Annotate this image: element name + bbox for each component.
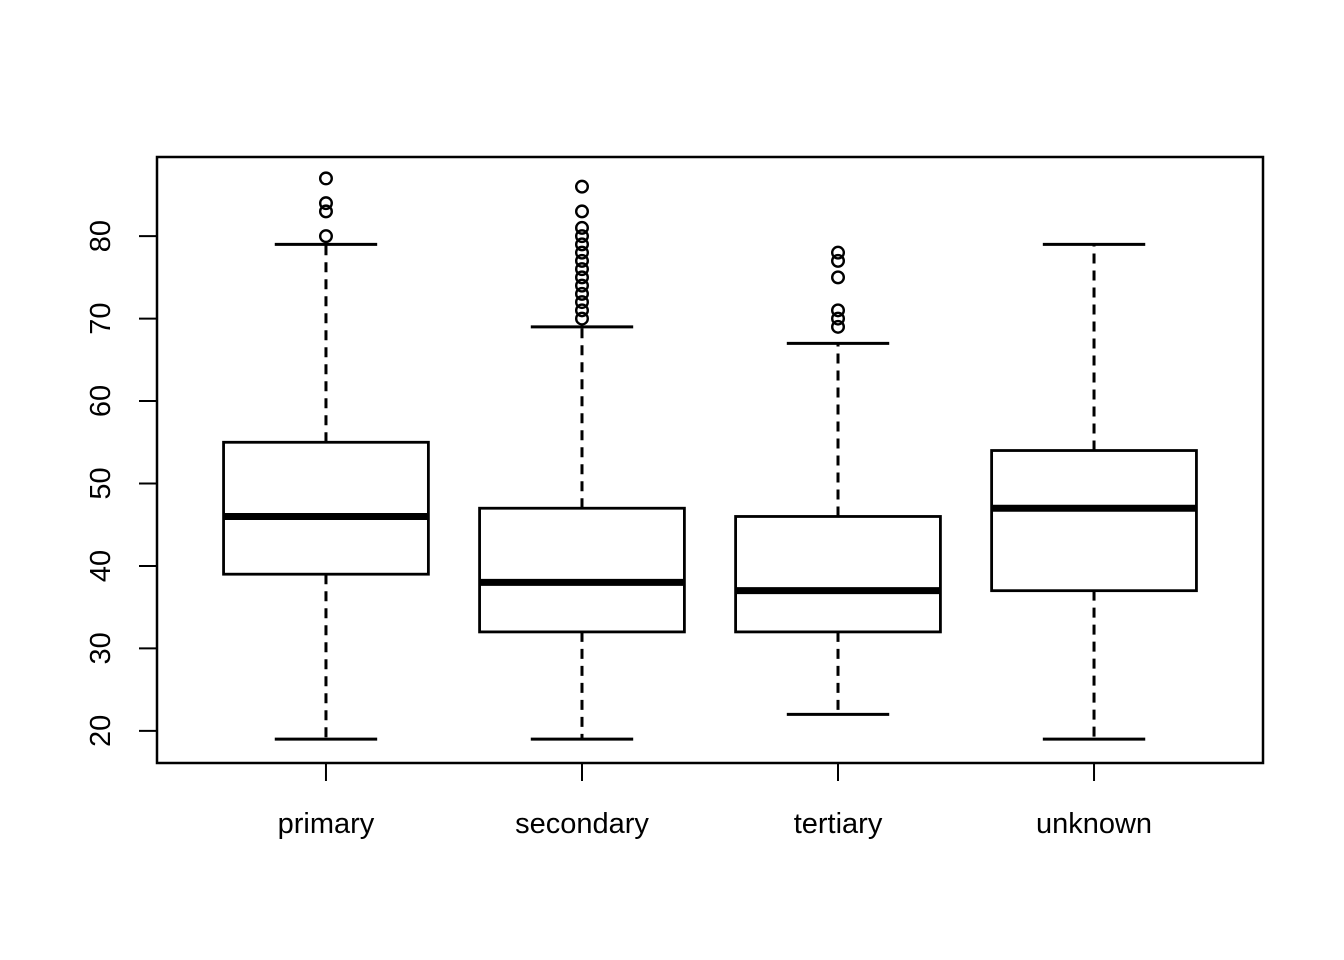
outlier-point	[318, 204, 333, 219]
boxplot-group-tertiary	[734, 245, 942, 716]
outlier-point	[574, 245, 589, 260]
outlier-point	[831, 319, 846, 334]
boxplot-group-unknown	[990, 242, 1198, 741]
outlier-point	[318, 171, 333, 186]
outlier-point	[574, 295, 589, 310]
outlier-point	[574, 278, 589, 293]
x-axis-tick-label: unknown	[1036, 808, 1152, 840]
outlier-point	[574, 311, 589, 326]
outlier-point	[574, 220, 589, 235]
outlier-point	[574, 204, 589, 219]
iqr-box	[478, 506, 686, 634]
iqr-box	[222, 440, 430, 576]
outlier-point	[831, 253, 846, 268]
outlier-point	[831, 270, 846, 285]
outlier-point	[574, 237, 589, 252]
outlier-point	[318, 229, 333, 244]
outlier-point	[831, 311, 846, 326]
outlier-point	[574, 270, 589, 285]
x-axis-tick-label: tertiary	[794, 808, 883, 840]
outlier-point	[574, 179, 589, 194]
outlier-point	[318, 196, 333, 211]
outlier-point	[574, 262, 589, 277]
boxplot-group-primary	[222, 171, 430, 741]
x-axis-tick-label: primary	[278, 808, 375, 840]
y-axis-tick-label: 40	[85, 550, 117, 582]
boxplot-group-secondary	[478, 179, 686, 741]
outlier-point	[831, 245, 846, 260]
iqr-box	[990, 449, 1198, 593]
outlier-point	[574, 303, 589, 318]
y-axis-tick-label: 70	[85, 302, 117, 334]
iqr-box	[734, 515, 942, 634]
outlier-point	[574, 229, 589, 244]
plot-frame	[155, 155, 1265, 765]
y-axis-tick-label: 30	[85, 632, 117, 664]
y-axis-tick-label: 20	[85, 715, 117, 747]
y-axis-tick-label: 50	[85, 467, 117, 499]
x-axis-tick-label: secondary	[515, 808, 649, 840]
outlier-point	[574, 253, 589, 268]
y-axis-tick-label: 60	[85, 385, 117, 417]
y-axis-tick-label: 80	[85, 220, 117, 252]
outlier-point	[574, 286, 589, 301]
outlier-point	[831, 303, 846, 318]
